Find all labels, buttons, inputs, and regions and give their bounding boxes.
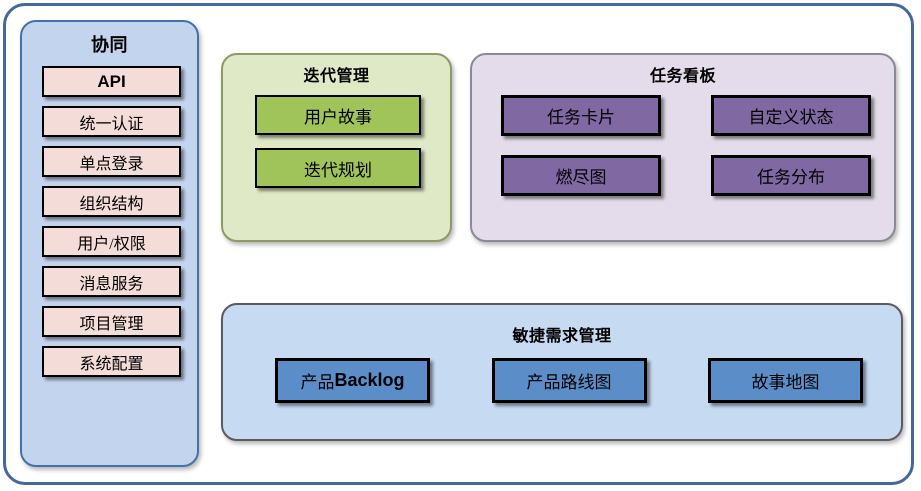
panel-iteration-title: 迭代管理 xyxy=(303,68,370,85)
panel-iteration-management: 迭代管理 用户故事 迭代规划 xyxy=(221,53,452,242)
iteration-item-user-story[interactable]: 用户故事 xyxy=(255,95,421,135)
panel-agile-requirements-title: 敏捷需求管理 xyxy=(512,328,612,345)
panel-collaboration-title: 协同 xyxy=(91,35,128,55)
task-board-grid: 任务卡片 自定义状态 燃尽图 任务分布 xyxy=(501,95,871,215)
sidebar-item-org-structure[interactable]: 组织结构 xyxy=(42,186,181,217)
collaboration-item-list: API 统一认证 单点登录 组织结构 用户/权限 消息服务 项目管理 系统配置 xyxy=(42,66,181,386)
taskboard-item-burndown-chart[interactable]: 燃尽图 xyxy=(501,155,661,196)
agile-item-product-backlog-bold: Backlog xyxy=(334,370,405,390)
iteration-item-iteration-planning[interactable]: 迭代规划 xyxy=(255,148,421,188)
sidebar-item-user-permission[interactable]: 用户/权限 xyxy=(42,226,181,257)
sidebar-item-system-config[interactable]: 系统配置 xyxy=(42,346,181,377)
agile-item-product-roadmap[interactable]: 产品路线图 xyxy=(491,358,647,403)
task-board-row: 任务卡片 自定义状态 xyxy=(501,95,871,136)
panel-task-board: 任务看板 任务卡片 自定义状态 燃尽图 任务分布 xyxy=(470,53,896,242)
sidebar-item-api[interactable]: API xyxy=(42,66,181,97)
sidebar-item-project-management[interactable]: 项目管理 xyxy=(42,306,181,337)
panel-collaboration: 协同 API 统一认证 单点登录 组织结构 用户/权限 消息服务 项目管理 系统… xyxy=(20,20,199,467)
agile-item-product-backlog-prefix: 产品 xyxy=(300,373,335,392)
taskboard-item-task-distribution[interactable]: 任务分布 xyxy=(711,155,871,196)
sidebar-item-single-sign-on[interactable]: 单点登录 xyxy=(42,146,181,177)
diagram-outer-frame: 协同 API 统一认证 单点登录 组织结构 用户/权限 消息服务 项目管理 系统… xyxy=(3,3,914,485)
task-board-row: 燃尽图 任务分布 xyxy=(501,155,871,196)
iteration-item-list: 用户故事 迭代规划 xyxy=(255,95,421,201)
agile-item-story-map[interactable]: 故事地图 xyxy=(708,358,863,403)
panel-task-board-title: 任务看板 xyxy=(649,68,716,85)
sidebar-item-message-service[interactable]: 消息服务 xyxy=(42,266,181,297)
taskboard-item-custom-status[interactable]: 自定义状态 xyxy=(711,95,871,136)
sidebar-item-unified-auth[interactable]: 统一认证 xyxy=(42,106,181,137)
taskboard-item-task-card[interactable]: 任务卡片 xyxy=(501,95,661,136)
